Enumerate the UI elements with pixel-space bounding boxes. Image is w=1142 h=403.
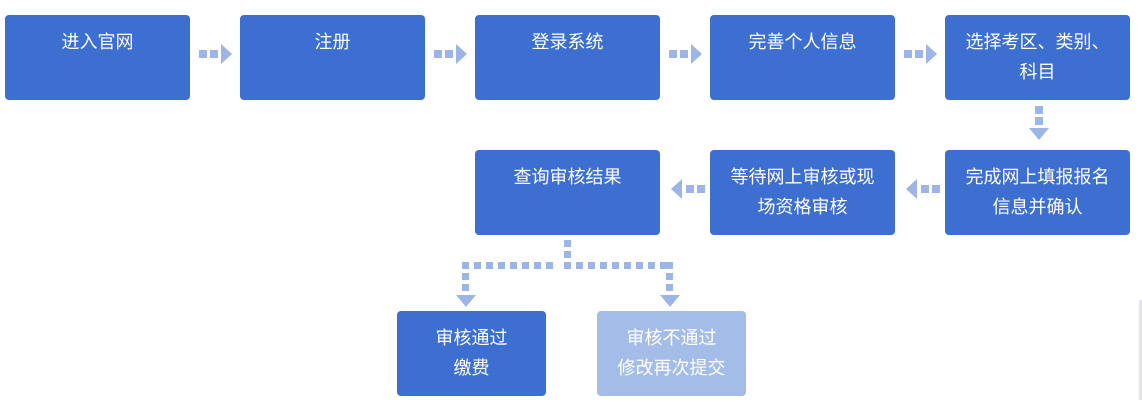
- step-enter-website-label: 进入官网: [61, 32, 134, 53]
- edge-divider: [1139, 300, 1142, 400]
- outcome-fail-label-line1: 审核不通过: [626, 328, 717, 349]
- arrow-right-1-icon: [199, 44, 232, 64]
- step-await-review-label-line1: 等待网上审核或现: [730, 167, 875, 188]
- step-query-result: 查询审核结果: [475, 150, 660, 235]
- step-submit-label-line1: 完成网上填报报名: [965, 167, 1110, 188]
- step-await-review-label-line2: 场资格审核: [757, 197, 848, 218]
- step-login: 登录系统: [475, 15, 660, 100]
- arrow-down-fail-icon: [660, 295, 680, 307]
- arrow-left-1-icon: [906, 179, 940, 199]
- step-select-label-line1: 选择考区、类别、: [965, 32, 1110, 53]
- branch-connector-icon: [462, 240, 673, 291]
- outcome-pass-label-line2: 缴费: [453, 358, 490, 379]
- step-select-label-line2: 科目: [1019, 62, 1056, 83]
- step-submit-registration: 完成网上填报报名 信息并确认: [945, 150, 1130, 235]
- outcome-pass-label-line1: 审核通过: [435, 328, 508, 349]
- step-await-review: 等待网上审核或现 场资格审核: [710, 150, 895, 235]
- step-register: 注册: [240, 15, 425, 100]
- step-register-label: 注册: [314, 32, 351, 53]
- arrow-right-2-icon: [434, 44, 467, 64]
- step-login-label: 登录系统: [531, 32, 604, 53]
- arrow-down-pass-icon: [456, 295, 476, 307]
- outcome-pass: 审核通过 缴费: [397, 311, 546, 396]
- outcome-fail-label-line2: 修改再次提交: [617, 358, 726, 379]
- arrow-down-1-icon: [1029, 106, 1049, 140]
- step-select-area-category-subject: 选择考区、类别、 科目: [945, 15, 1130, 100]
- step-query-result-label: 查询审核结果: [513, 167, 622, 188]
- arrow-right-3-icon: [669, 44, 702, 64]
- step-complete-profile-label: 完善个人信息: [748, 32, 857, 53]
- arrow-right-4-icon: [904, 44, 937, 64]
- step-enter-website: 进入官网: [5, 15, 190, 100]
- outcome-fail: 审核不通过 修改再次提交: [597, 311, 746, 396]
- step-submit-label-line2: 信息并确认: [992, 197, 1083, 218]
- step-complete-profile: 完善个人信息: [710, 15, 895, 100]
- arrow-left-2-icon: [671, 179, 705, 199]
